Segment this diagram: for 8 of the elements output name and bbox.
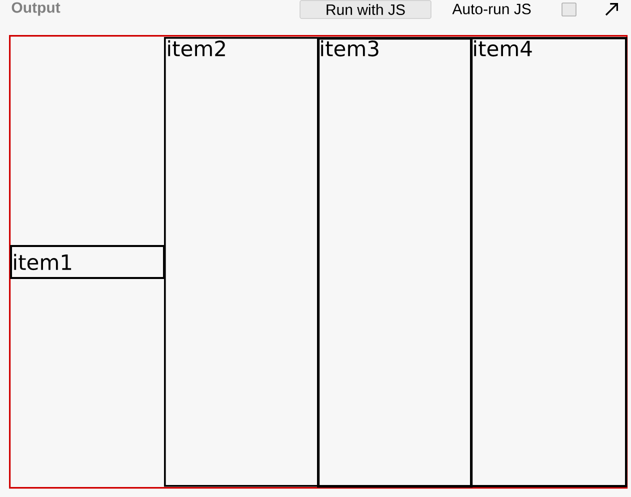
run-button: Run with JS <box>300 0 432 19</box>
item-box: item1 <box>10 245 165 279</box>
item-box: item2 <box>164 37 319 487</box>
item-box: item4 <box>470 37 628 488</box>
container-box <box>9 35 628 489</box>
panel-title: Output <box>12 2 60 16</box>
item-box: item3 <box>317 37 473 488</box>
option-label: Auto-run JS <box>452 4 531 14</box>
